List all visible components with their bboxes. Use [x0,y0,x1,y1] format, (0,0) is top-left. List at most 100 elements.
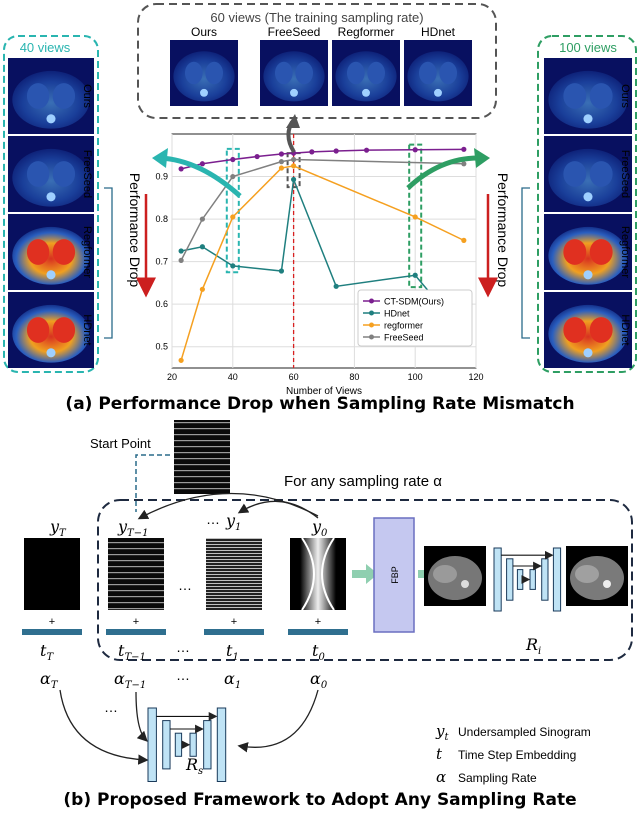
y-tick-label: 0.8 [155,214,168,224]
legend-text-2: Sampling Rate [458,771,537,785]
t-0: t0 [312,641,325,663]
top-label-3: HDnet [421,25,456,39]
rightImgs-ct-0 [544,58,632,134]
x-tick-label: 40 [228,372,238,382]
top-ct-2 [332,40,400,106]
legend-marker-2 [369,322,374,328]
series-point-2 [178,357,184,363]
series-point-1 [178,248,184,254]
R-s-label: Rs [185,755,203,777]
legend-symbol-2: α [436,768,446,786]
svg-text:+: + [315,616,321,628]
top-label-2: Regformer [338,25,395,39]
legend-entry-3: FreeSeed [384,333,424,343]
caption-b: (b) Proposed Framework to Adopt Any Samp… [63,790,576,810]
alpha-dots: … [176,667,190,683]
series-point-0 [230,156,236,163]
leftImgs-label-1: FreeSeed [81,150,93,198]
y-tick-label: 0.5 [155,342,168,352]
series-point-3 [178,257,184,263]
legend-text-0: Undersampled Sinogram [458,725,591,739]
time-bar-T [22,629,82,635]
leftImgs-label-3: HDnet [81,314,93,345]
series-line-3 [180,158,464,261]
unetS-block-5 [216,707,227,782]
top-ct-0 [170,40,238,106]
legend-entry-2: regformer [384,321,423,331]
right-performance-drop: Performance Drop [478,173,530,339]
mid-dots: … [178,577,192,593]
unetI-block-5 [552,547,562,612]
legend-marker-1 [369,310,374,316]
alpha-Tm1: αT−1 [114,669,146,691]
leftImgs-label-0: Ours [81,84,93,108]
series-point-0 [309,149,315,155]
t-dots: … [176,639,190,655]
top-ct-1 [260,40,328,106]
y-tick-label: 0.7 [155,257,168,267]
sinogram-T [24,538,80,610]
x-tick-label: 120 [468,372,483,382]
rightImgs-label-1: FreeSeed [619,150,631,198]
legend-marker-0 [369,298,374,304]
leftImgs-ct-0 [8,58,94,134]
leftImgs-ct-2 [8,214,94,290]
legend-entry-1: HDnet [384,309,410,319]
chart-legend [357,289,473,347]
ct-image-before [424,546,486,606]
R-i-label: Ri [525,635,541,657]
t-1: t1 [226,641,239,663]
x-axis-label: Number of Views [286,386,362,397]
series-point-3 [230,173,236,180]
sinogram-1 [206,538,262,610]
time-bar-0 [288,629,348,635]
rightImgs-ct-3 [544,292,632,368]
rightImgs-ct-1 [544,136,632,212]
x-tick-label: 60 [289,372,299,382]
series-point-0 [333,148,339,154]
start-point-sinogram [174,420,230,494]
svg-text:+: + [133,616,139,628]
legend-symbol-1: t [436,745,443,763]
caption-a: (a) Performance Drop when Sampling Rate … [65,394,574,414]
legend-marker-3 [369,334,374,340]
x-tick-label: 80 [349,372,359,382]
unetS-block-2 [174,732,183,757]
unetI-block-1 [506,558,514,601]
right-drop-label: Performance Drop [495,173,511,288]
svg-text:+: + [49,616,55,628]
fbp-block [373,517,415,633]
bottom-dots: … [104,699,118,715]
top-box-title: 60 views (The training sampling rate) [210,10,423,25]
unetI-block-0 [493,547,502,612]
series-point-2 [278,165,285,171]
rightImgs-label-2: Regformer [619,226,631,278]
legend-text-1: Time Step Embedding [458,748,576,762]
rightImgs-label-0: Ours [619,84,631,108]
series-point-0 [461,146,467,152]
refinement-unet [493,547,562,612]
any-rate-label: For any sampling rate α [284,473,442,490]
svg-text:+: + [231,616,237,628]
series-point-2 [412,214,418,220]
series-point-0 [412,147,418,153]
top-ct-3 [404,40,472,106]
unetS-block-3 [189,732,197,757]
series-point-2 [199,286,205,292]
unetI-block-4 [541,558,549,601]
series-point-2 [461,237,467,243]
series-point-3 [291,156,297,163]
y-tick-label: 0.6 [155,299,168,309]
rightImgs-ct-2 [544,214,632,290]
left-drop-label: Performance Drop [127,173,143,288]
unetI-block-3 [529,569,536,590]
x-tick-label: 20 [167,372,177,382]
series-point-2 [291,163,297,169]
series-line-1 [180,176,465,334]
series-point-0 [278,151,285,157]
series-point-1 [333,283,339,289]
unetS-block-0 [147,707,157,782]
alpha-0: α0 [310,669,328,691]
alpha-1: α1 [224,669,241,691]
